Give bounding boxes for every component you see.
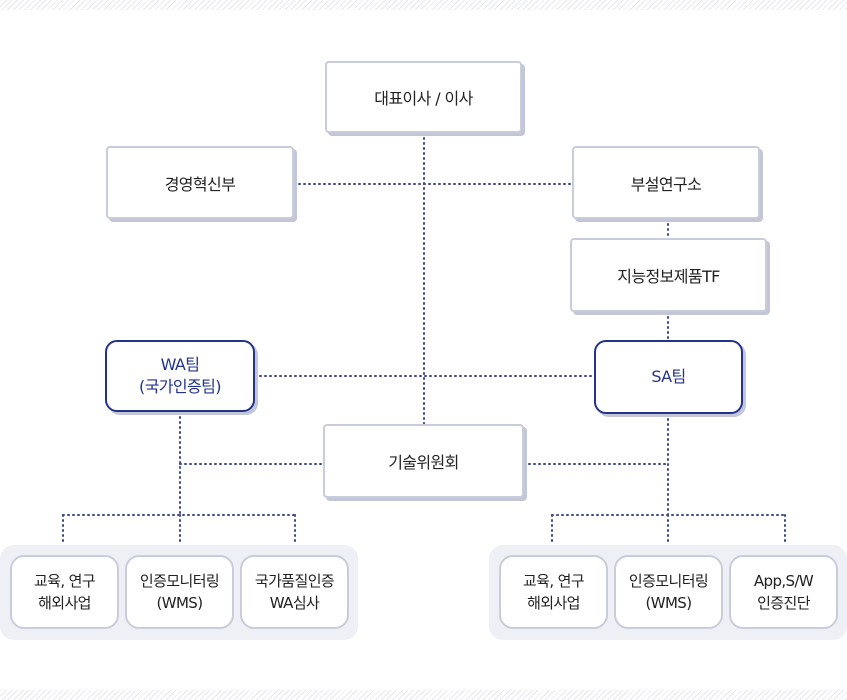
ceo-box: 대표이사 / 이사 [325, 61, 522, 133]
sa-unit-app-sw-label: App,S/W 인증진단 [753, 572, 814, 612]
sa-unit-education: 교육, 연구 해외사업 [499, 555, 608, 629]
research-lab-box: 부설연구소 [572, 146, 760, 219]
sa-unit-monitoring: 인증모니터링 (WMS) [614, 555, 723, 629]
intelligent-tf-box: 지능정보제품TF [570, 238, 767, 312]
wa-team-box: WA팀 (국가인증팀) [105, 340, 255, 412]
wa-unit-certification: 국가품질인증 WA심사 [240, 555, 349, 629]
sa-unit-education-label: 교육, 연구 해외사업 [522, 572, 585, 612]
management-label: 경영혁신부 [164, 174, 236, 194]
wa-unit-monitoring: 인증모니터링 (WMS) [125, 555, 234, 629]
wa-unit-education-label: 교육, 연구 해외사업 [33, 572, 96, 612]
wa-team-label: WA팀 (국가인증팀) [139, 355, 221, 396]
tech-committee-box: 기술위원회 [323, 424, 524, 498]
research-lab-label: 부설연구소 [630, 174, 702, 194]
bottom-decorative-stripe [0, 690, 847, 700]
ceo-label: 대표이사 / 이사 [374, 89, 473, 108]
wa-unit-education: 교육, 연구 해외사업 [10, 555, 119, 629]
sa-unit-monitoring-label: 인증모니터링 (WMS) [628, 572, 709, 612]
wa-unit-monitoring-label: 인증모니터링 (WMS) [139, 572, 220, 612]
sa-team-label: SA팀 [651, 367, 686, 386]
sa-unit-app-sw: App,S/W 인증진단 [729, 555, 838, 629]
wa-unit-certification-label: 국가품질인증 WA심사 [254, 572, 335, 612]
intelligent-tf-label: 지능정보제품TF [617, 267, 720, 286]
management-box: 경영혁신부 [106, 146, 294, 219]
top-decorative-stripe [0, 0, 847, 10]
sa-team-box: SA팀 [594, 340, 743, 414]
tech-committee-label: 기술위원회 [388, 453, 459, 472]
